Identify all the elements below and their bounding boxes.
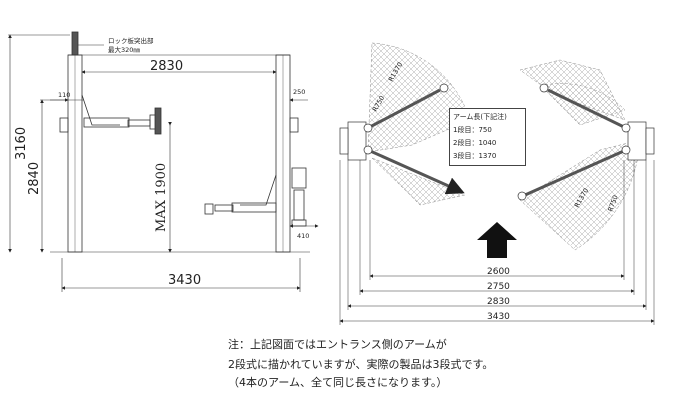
- front-view: [50, 31, 310, 253]
- legend-row-label: 3段目：: [453, 152, 479, 160]
- lock-note-line1: ロック板突出部: [108, 36, 154, 45]
- dim-2840: 2840: [27, 162, 42, 195]
- max-lift-label: MAX 1900: [154, 163, 169, 232]
- dim-3430-front: 3430: [168, 273, 201, 288]
- lock-plate: [71, 31, 79, 56]
- dim-3160: 3160: [14, 127, 29, 160]
- legend-row-label: 2段目：: [453, 139, 479, 147]
- dim-2830-front: 2830: [150, 59, 183, 74]
- legend-row: 1段目：750: [453, 124, 522, 137]
- legend-row-value: 750: [478, 126, 492, 134]
- dim-250: 250: [293, 88, 305, 96]
- legend-row-label: 1段目：: [453, 126, 479, 134]
- dim-2750: 2750: [487, 282, 510, 292]
- dim-2600: 2600: [487, 267, 510, 277]
- dim-3430-top: 3430: [487, 312, 510, 322]
- top-view: [339, 42, 655, 325]
- legend-row: 2段目：1040: [453, 137, 522, 150]
- arm-length-legend: アーム長(下記注) 1段目：750 2段目：1040 3段目：1370: [449, 108, 526, 166]
- dim-110: 110: [58, 91, 70, 99]
- footnote-line2: 2段式に描かれていますが、実際の製品は3段式です。: [228, 358, 494, 371]
- footnote-line1: 注：上記図面ではエントランス側のアームが: [228, 338, 447, 351]
- dim-410: 410: [297, 232, 309, 240]
- footnote-line3: （4本のアーム、全て同じ長さになります。）: [228, 376, 448, 389]
- legend-title: アーム長(下記注): [453, 113, 507, 121]
- lock-note-line2: 最大320㎜: [108, 45, 140, 54]
- legend-row: 3段目：1370: [453, 150, 522, 163]
- legend-row-value: 1040: [478, 139, 497, 147]
- top-dimensions: [339, 274, 655, 323]
- entrance-arrow-icon: [477, 222, 517, 258]
- dim-2830-top: 2830: [487, 297, 510, 307]
- front-dimensions: [8, 34, 319, 292]
- front-dimension-labels: ロック板突出部 最大320㎜ 2830 3430 3160 2840 MAX 1…: [14, 36, 309, 288]
- legend-row-value: 1370: [478, 152, 497, 160]
